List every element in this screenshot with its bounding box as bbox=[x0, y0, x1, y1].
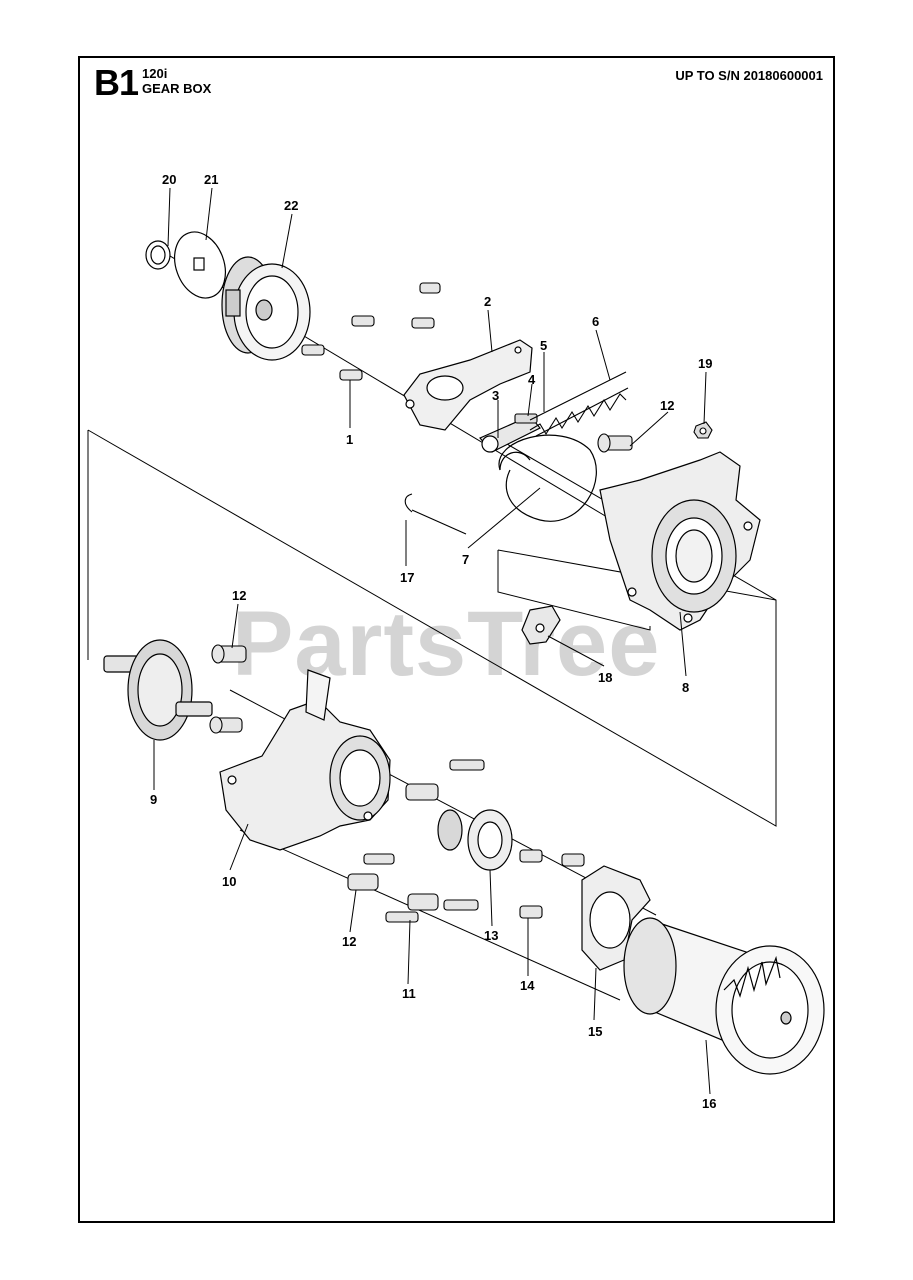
part-21-washer[interactable] bbox=[166, 225, 234, 305]
callout-9: 9 bbox=[150, 792, 157, 807]
callout-12-mid: 12 bbox=[232, 588, 246, 603]
callout-12-upper: 12 bbox=[660, 398, 674, 413]
part-17-clip[interactable] bbox=[404, 493, 467, 535]
callout-13: 13 bbox=[484, 928, 498, 943]
part-18-lever-piece[interactable] bbox=[521, 605, 561, 645]
callout-1: 1 bbox=[346, 432, 353, 447]
callout-21: 21 bbox=[204, 172, 218, 187]
part-12-screw-mid[interactable] bbox=[209, 644, 247, 734]
part-13-bearing[interactable] bbox=[437, 809, 513, 871]
part-7-brake-band[interactable] bbox=[498, 434, 597, 522]
leader-lines bbox=[153, 187, 711, 1095]
callout-17: 17 bbox=[400, 570, 414, 585]
callout-2: 2 bbox=[484, 294, 491, 309]
drawing-frame bbox=[78, 56, 835, 1223]
callout-6: 6 bbox=[592, 314, 599, 329]
callout-15: 15 bbox=[588, 1024, 602, 1039]
part-11-screws[interactable] bbox=[347, 759, 485, 923]
callout-12-lower: 12 bbox=[342, 934, 356, 949]
part-12-screw-upper[interactable] bbox=[597, 433, 633, 453]
part-22-clutch-drum[interactable] bbox=[221, 256, 311, 361]
callout-14: 14 bbox=[520, 978, 535, 993]
part-9-gear-shaft[interactable] bbox=[103, 639, 213, 741]
part-4-pin[interactable] bbox=[514, 413, 538, 424]
part-15-gasket-plate[interactable] bbox=[581, 865, 651, 971]
callout-16: 16 bbox=[702, 1096, 716, 1111]
watermark: PartsTree bbox=[232, 593, 661, 695]
callout-5: 5 bbox=[540, 338, 547, 353]
callout-7: 7 bbox=[462, 552, 469, 567]
callout-4: 4 bbox=[528, 372, 536, 387]
callout-8: 8 bbox=[682, 680, 689, 695]
part-8-gear-housing[interactable] bbox=[599, 451, 761, 631]
callout-22: 22 bbox=[284, 198, 298, 213]
callout-18: 18 bbox=[598, 670, 612, 685]
part-19-nut[interactable] bbox=[693, 421, 713, 439]
callout-20: 20 bbox=[162, 172, 176, 187]
model-label: 120i bbox=[142, 66, 168, 81]
section-code: B1 bbox=[94, 62, 139, 103]
serial-note: UP TO S/N 20180600001 bbox=[675, 68, 823, 83]
part-6-spring[interactable] bbox=[529, 371, 629, 437]
callout-labels: 1 2 3 4 5 6 7 8 9 10 11 12 12 12 13 14 1… bbox=[150, 172, 716, 1111]
part-1-screws[interactable] bbox=[301, 282, 441, 381]
part-3-lever[interactable] bbox=[479, 415, 541, 453]
callout-3: 3 bbox=[492, 388, 499, 403]
part-20-retaining-ring[interactable] bbox=[145, 240, 171, 270]
part-2-bracket-plate[interactable] bbox=[403, 339, 533, 431]
part-14-screws[interactable] bbox=[519, 849, 585, 919]
callout-10: 10 bbox=[222, 874, 236, 889]
part-16-motor[interactable] bbox=[623, 917, 825, 1075]
callout-19: 19 bbox=[698, 356, 712, 371]
part-10-housing[interactable] bbox=[219, 669, 391, 851]
page-title: GEAR BOX bbox=[142, 81, 212, 96]
callout-11: 11 bbox=[402, 986, 416, 1001]
